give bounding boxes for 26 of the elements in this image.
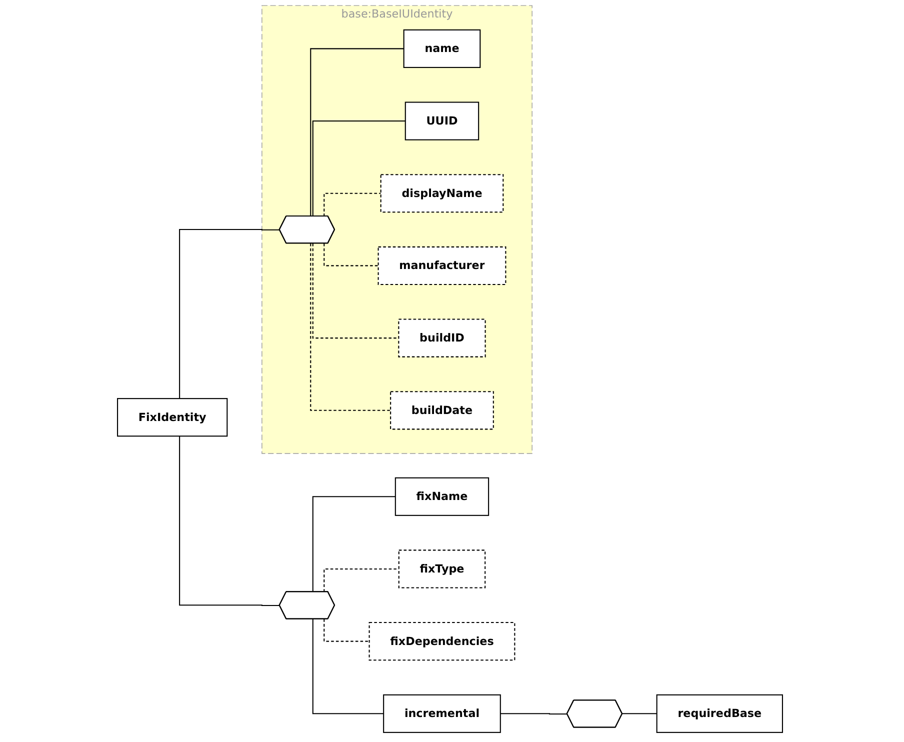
- connector: [500, 713, 568, 715]
- node-box: buildDate: [390, 391, 494, 430]
- connector: [179, 436, 280, 606]
- node-box: requiredBase: [656, 694, 783, 733]
- connector: [324, 243, 378, 266]
- node-box: fixDependencies: [368, 622, 516, 661]
- connector: [310, 48, 404, 216]
- connector: [312, 243, 399, 339]
- node-box: manufacturer: [378, 246, 506, 286]
- connector: [324, 192, 381, 216]
- node-box: name: [403, 29, 481, 68]
- node-box: UUID: [404, 102, 480, 140]
- node-box: fixName: [394, 477, 490, 516]
- node-box: fixType: [398, 550, 486, 588]
- node-box: displayName: [380, 174, 504, 213]
- connector: [312, 619, 384, 714]
- connector: [312, 120, 406, 216]
- connector: [179, 229, 280, 399]
- node-box: FixIdentity: [117, 398, 228, 437]
- connector: [324, 619, 370, 642]
- connector: [622, 713, 657, 714]
- connector: [312, 496, 396, 592]
- connector: [310, 243, 391, 411]
- connector: [324, 568, 399, 592]
- node-box: buildID: [398, 318, 486, 358]
- node-box: incremental: [383, 694, 501, 733]
